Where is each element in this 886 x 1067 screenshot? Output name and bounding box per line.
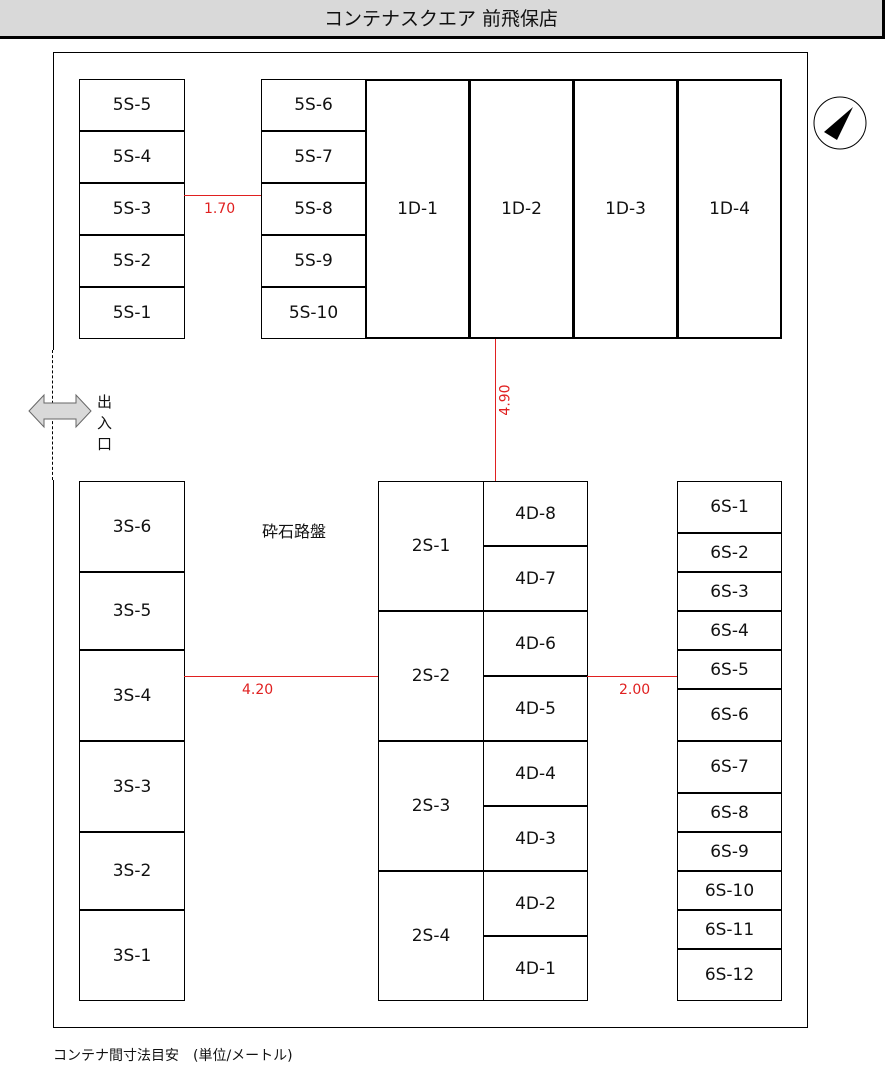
container-unit[interactable]: 6S-2	[677, 533, 782, 572]
container-unit[interactable]: 5S-7	[261, 131, 366, 183]
page-title: コンテナスクエア 前飛保店	[0, 0, 885, 39]
container-unit[interactable]: 5S-1	[79, 287, 185, 339]
container-unit[interactable]: 5S-5	[79, 79, 185, 131]
container-unit[interactable]: 6S-5	[677, 650, 782, 689]
container-unit[interactable]: 2S-3	[378, 741, 484, 871]
container-unit[interactable]: 4D-7	[483, 546, 588, 611]
dimension-line-3	[184, 676, 378, 677]
container-unit[interactable]: 5S-4	[79, 131, 185, 183]
container-unit[interactable]: 6S-6	[677, 689, 782, 741]
dimension-label-4: 2.00	[619, 682, 651, 698]
container-unit[interactable]: 2S-4	[378, 871, 484, 1001]
footer-note: コンテナ間寸法目安 (単位/メートル)	[53, 1048, 293, 1064]
container-unit[interactable]: 6S-11	[677, 910, 782, 949]
container-unit[interactable]: 1D-3	[573, 79, 678, 339]
container-unit[interactable]: 3S-3	[79, 741, 185, 832]
container-unit[interactable]: 6S-7	[677, 741, 782, 793]
container-unit[interactable]: 4D-1	[483, 936, 588, 1001]
container-unit[interactable]: 6S-3	[677, 572, 782, 611]
container-unit[interactable]: 1D-1	[365, 79, 470, 339]
lot-boundary	[53, 52, 808, 1028]
entrance-arrow-icon	[28, 393, 92, 429]
dimension-line-2	[495, 339, 496, 481]
container-unit[interactable]: 5S-2	[79, 235, 185, 287]
container-unit[interactable]: 6S-4	[677, 611, 782, 650]
surface-label: 砕石路盤	[262, 522, 327, 541]
container-unit[interactable]: 5S-3	[79, 183, 185, 235]
container-unit[interactable]: 4D-4	[483, 741, 588, 806]
container-unit[interactable]: 1D-2	[469, 79, 574, 339]
container-unit[interactable]: 2S-2	[378, 611, 484, 741]
entrance-label: 出入口	[97, 393, 113, 453]
dimension-label-3: 4.20	[242, 682, 274, 698]
container-unit[interactable]: 6S-12	[677, 949, 782, 1001]
container-unit[interactable]: 3S-1	[79, 910, 185, 1001]
container-unit[interactable]: 1D-4	[677, 79, 782, 339]
dimension-label-2: 4.90	[497, 384, 514, 416]
container-unit[interactable]: 6S-9	[677, 832, 782, 871]
container-unit[interactable]: 2S-1	[378, 481, 484, 611]
container-unit[interactable]: 3S-5	[79, 572, 185, 650]
container-unit[interactable]: 3S-4	[79, 650, 185, 741]
container-unit[interactable]: 5S-9	[261, 235, 366, 287]
container-unit[interactable]: 4D-5	[483, 676, 588, 741]
compass-icon	[813, 96, 867, 150]
dimension-label-1: 1.70	[204, 201, 236, 217]
container-unit[interactable]: 5S-10	[261, 287, 366, 339]
dimension-line-1	[184, 195, 261, 196]
container-unit[interactable]: 4D-6	[483, 611, 588, 676]
container-unit[interactable]: 5S-6	[261, 79, 366, 131]
container-unit[interactable]: 6S-10	[677, 871, 782, 910]
container-unit[interactable]: 4D-2	[483, 871, 588, 936]
container-unit[interactable]: 4D-8	[483, 481, 588, 546]
container-unit[interactable]: 3S-2	[79, 832, 185, 910]
container-unit[interactable]: 3S-6	[79, 481, 185, 572]
container-unit[interactable]: 6S-8	[677, 793, 782, 832]
container-unit[interactable]: 4D-3	[483, 806, 588, 871]
container-unit[interactable]: 5S-8	[261, 183, 366, 235]
container-unit[interactable]: 6S-1	[677, 481, 782, 533]
dimension-line-4	[587, 676, 677, 677]
